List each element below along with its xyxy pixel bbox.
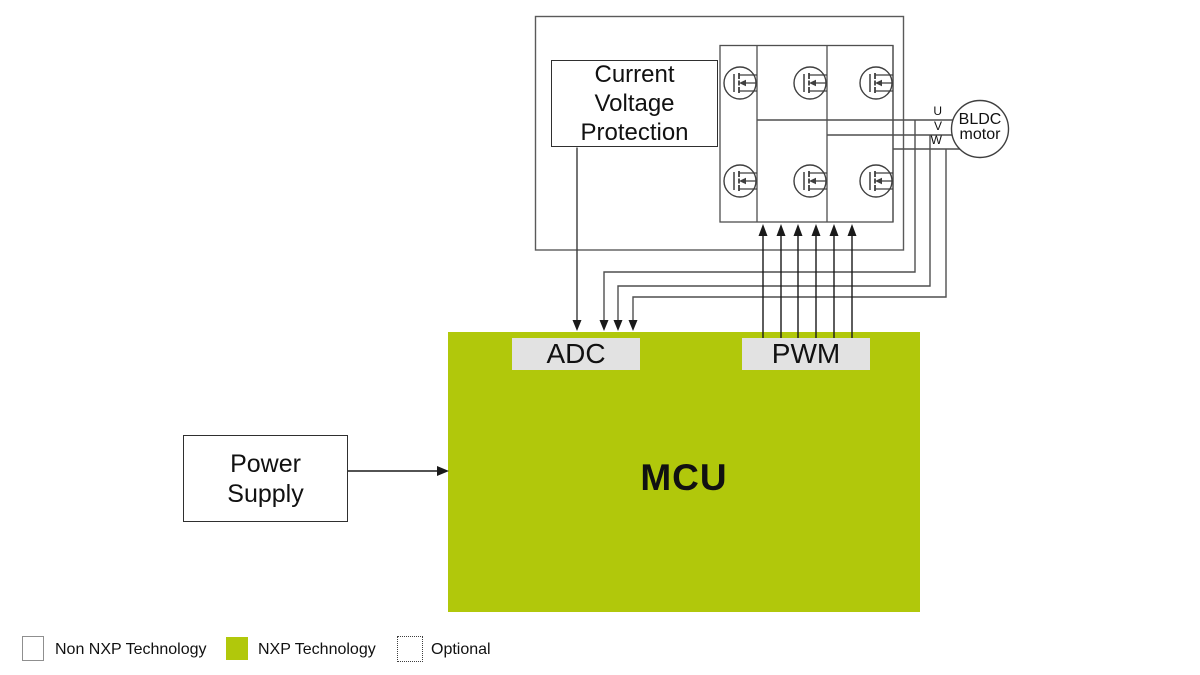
legend-label-non-nxp: Non NXP Technology	[55, 641, 207, 658]
motor-label-line1: BLDC	[958, 111, 1002, 128]
mosfet-icon	[793, 66, 828, 100]
mosfet-icon	[859, 164, 894, 198]
legend-label-optional: Optional	[431, 641, 491, 658]
adc-block: ADC	[512, 338, 640, 370]
mosfet-icon	[723, 164, 758, 198]
motor-label-line2: motor	[959, 126, 1001, 143]
pwm-label: PWM	[771, 338, 841, 369]
legend-swatch-non-nxp	[22, 636, 44, 661]
pwm-arrowheads	[758, 224, 857, 236]
current-voltage-protection-block: Current Voltage Protection	[551, 60, 718, 147]
adc-sense-line-w	[632, 149, 947, 326]
adc-arrowheads	[572, 320, 638, 331]
phase-label-v: V	[933, 119, 942, 133]
adc-sense-line-v	[617, 135, 931, 326]
bldc-motor-circle	[950, 99, 1010, 159]
protection-label-line1: Current	[594, 61, 675, 88]
adc-sense-line-u	[603, 120, 916, 326]
protection-label-line3: Protection	[580, 119, 689, 146]
pwm-block: PWM	[742, 338, 870, 370]
phase-label-u: U	[933, 104, 942, 118]
mcu-block	[448, 332, 920, 612]
legend-label-nxp: NXP Technology	[258, 641, 376, 658]
power-supply-arrowhead	[437, 466, 449, 476]
adc-label: ADC	[546, 338, 606, 369]
mosfet-icon	[859, 66, 894, 100]
power-supply-label-line1: Power	[230, 449, 301, 478]
power-supply-label-line2: Supply	[227, 479, 304, 508]
phase-label-w: W	[930, 133, 942, 147]
mcu-label: MCU	[640, 457, 728, 498]
mosfet-icon	[723, 66, 758, 100]
power-supply-block: Power Supply	[183, 435, 348, 522]
pwm-lines	[762, 234, 853, 338]
protection-label-line2: Voltage	[594, 90, 675, 117]
legend-swatch-optional	[397, 636, 423, 662]
bldc-motor-label: BLDC motor	[948, 111, 1012, 143]
legend-swatch-nxp	[226, 637, 248, 660]
system-boundary-box	[534, 15, 905, 251]
mosfet-icon	[793, 164, 828, 198]
